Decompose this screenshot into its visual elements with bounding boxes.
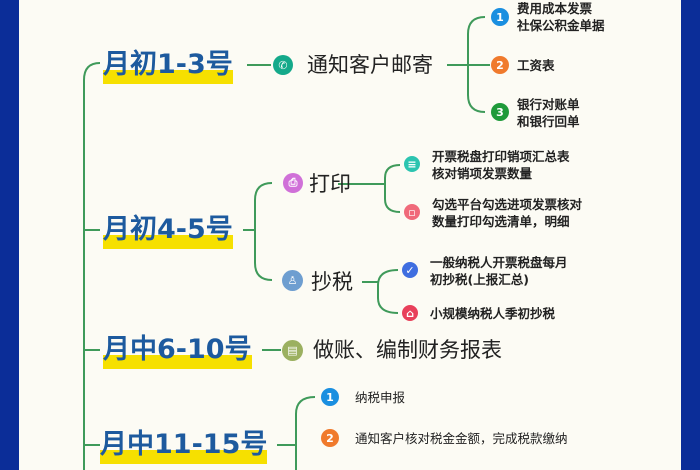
leaf-item: 通知客户核对税金金额，完成税款缴纳	[355, 431, 568, 446]
home-icon: ⌂	[402, 305, 418, 321]
leaf-item: 勾选平台勾选进项发票核对数量打印勾选清单，明细	[432, 197, 583, 229]
printer-icon: ⎙	[283, 173, 303, 193]
task-label: 通知客户邮寄	[307, 53, 433, 77]
leaf-item: 一般纳税人开票税盘每月初抄税(上报汇总)	[430, 255, 568, 287]
list-icon: ≡	[404, 156, 420, 172]
left-frame	[0, 0, 19, 470]
leaf-item: 银行对账单和银行回单	[517, 97, 580, 129]
leaf-item: 小规模纳税人季初抄税	[430, 306, 556, 321]
date-node-4-5: 月初4-5号	[103, 213, 233, 249]
person-icon: ♙	[282, 270, 303, 291]
ledger-icon: ▤	[282, 340, 303, 361]
leaf-item: 费用成本发票社保公积金单据	[517, 1, 605, 33]
task-label: 抄税	[311, 270, 353, 294]
leaf-item: 开票税盘打印销项汇总表核对销项发票数量	[432, 149, 570, 181]
task-label: 打印	[309, 172, 351, 196]
number-1-icon: 1	[491, 8, 509, 26]
leaf-item: 纳税申报	[355, 390, 406, 405]
phone-icon: ✆	[273, 55, 293, 75]
number-2-icon: 2	[491, 56, 509, 74]
date-node-6-10: 月中6-10号	[103, 333, 252, 369]
date-label: 月初1-3号	[103, 49, 233, 80]
date-label: 月中11-15号	[100, 429, 268, 460]
number-2-icon: 2	[321, 429, 339, 447]
task-label: 做账、编制财务报表	[313, 338, 502, 362]
date-label: 月初4-5号	[103, 214, 233, 245]
date-node-11-15: 月中11-15号	[100, 428, 268, 464]
right-frame	[681, 0, 700, 470]
number-3-icon: 3	[491, 103, 509, 121]
leaf-item: 工资表	[517, 58, 555, 73]
date-label: 月中6-10号	[103, 334, 252, 365]
box-icon: ▫	[404, 204, 420, 220]
date-node-1-3: 月初1-3号	[103, 48, 233, 84]
number-1-icon: 1	[321, 388, 339, 406]
check-icon: ✓	[402, 262, 418, 278]
